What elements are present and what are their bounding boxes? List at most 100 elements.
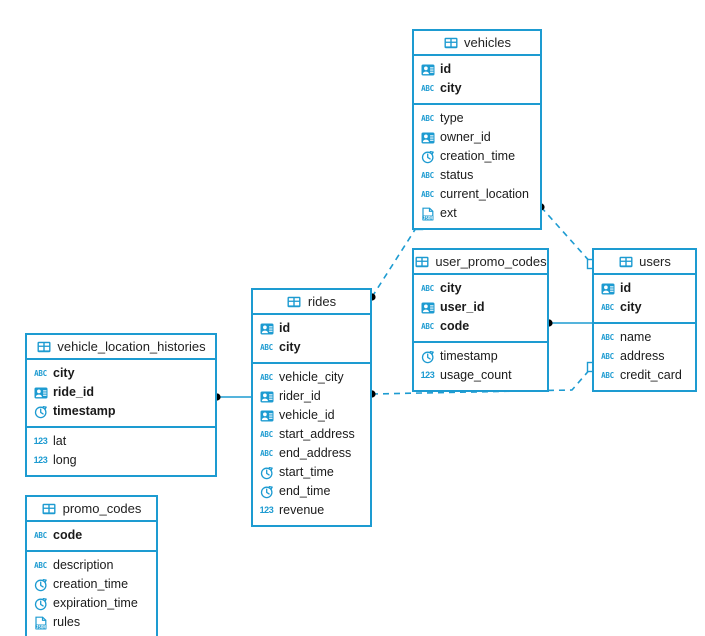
field-row[interactable]: creation_time — [27, 575, 156, 594]
fields-section: timestamp 123 usage_count — [414, 343, 547, 390]
field-name: rider_id — [279, 389, 321, 404]
abc-icon: ABC — [34, 560, 47, 570]
field-row[interactable]: JSON ext — [414, 204, 540, 223]
abc-icon: ABC — [260, 372, 273, 382]
field-name: creation_time — [440, 149, 516, 164]
field-row[interactable]: id — [594, 279, 695, 298]
clock-icon — [33, 597, 48, 611]
field-name: end_address — [279, 446, 352, 461]
field-name: address — [620, 349, 665, 364]
table-header-promo_codes[interactable]: promo_codes — [27, 497, 156, 522]
num-icon: 123 — [259, 505, 274, 515]
clock-icon — [420, 350, 435, 364]
abc-icon: ABC — [601, 332, 614, 342]
field-row[interactable]: ABC vehicle_city — [253, 368, 370, 387]
table-icon — [443, 36, 458, 50]
field-name: ride_id — [53, 385, 94, 400]
field-name: city — [620, 300, 642, 315]
field-name: city — [440, 81, 462, 96]
id-icon — [33, 386, 48, 400]
abc-icon: ABC — [421, 83, 434, 93]
field-name: end_time — [279, 484, 331, 499]
field-row[interactable]: user_id — [414, 298, 547, 317]
table-header-users[interactable]: users — [594, 250, 695, 275]
field-row[interactable]: JSON rules — [27, 613, 156, 632]
table-title: vehicles — [464, 35, 511, 50]
json-icon: JSON — [33, 616, 48, 630]
field-row[interactable]: owner_id — [414, 128, 540, 147]
num-icon: 123 — [33, 436, 48, 446]
abc-icon: ABC — [421, 189, 434, 199]
field-name: ext — [440, 206, 457, 221]
field-name: current_location — [440, 187, 529, 202]
field-row[interactable]: ABC city — [414, 79, 540, 98]
id-icon — [420, 301, 435, 315]
svg-text:JSON: JSON — [35, 624, 45, 629]
field-row[interactable]: start_time — [253, 463, 370, 482]
field-row[interactable]: ABC current_location — [414, 185, 540, 204]
id-icon — [420, 63, 435, 77]
field-row[interactable]: expiration_time — [27, 594, 156, 613]
table-header-vehicles[interactable]: vehicles — [414, 31, 540, 56]
abc-icon: ABC — [601, 370, 614, 380]
field-row[interactable]: creation_time — [414, 147, 540, 166]
num-icon: 123 — [420, 370, 435, 380]
field-name: usage_count — [440, 368, 512, 383]
field-row[interactable]: vehicle_id — [253, 406, 370, 425]
field-row[interactable]: ride_id — [27, 383, 215, 402]
field-name: rules — [53, 615, 81, 630]
field-row[interactable]: 123 usage_count — [414, 366, 547, 385]
field-row[interactable]: timestamp — [414, 347, 547, 366]
field-row[interactable]: end_time — [253, 482, 370, 501]
field-row[interactable]: id — [253, 319, 370, 338]
field-name: timestamp — [53, 404, 116, 419]
table-header-vehicle_location_histories[interactable]: vehicle_location_histories — [27, 335, 215, 360]
field-row[interactable]: rider_id — [253, 387, 370, 406]
abc-icon: ABC — [421, 113, 434, 123]
table-header-user_promo_codes[interactable]: user_promo_codes — [414, 250, 547, 275]
num-icon: 123 — [33, 455, 48, 465]
json-icon: JSON — [420, 207, 435, 221]
field-name: city — [53, 366, 75, 381]
field-row[interactable]: id — [414, 60, 540, 79]
clock-icon — [259, 466, 274, 480]
abc-icon: ABC — [421, 170, 434, 180]
table-header-rides[interactable]: rides — [253, 290, 370, 315]
field-name: creation_time — [53, 577, 129, 592]
field-name: vehicle_city — [279, 370, 344, 385]
field-row[interactable]: timestamp — [27, 402, 215, 421]
field-name: city — [279, 340, 301, 355]
table-title: rides — [307, 294, 337, 309]
clock-icon — [259, 485, 274, 499]
id-icon — [600, 282, 615, 296]
